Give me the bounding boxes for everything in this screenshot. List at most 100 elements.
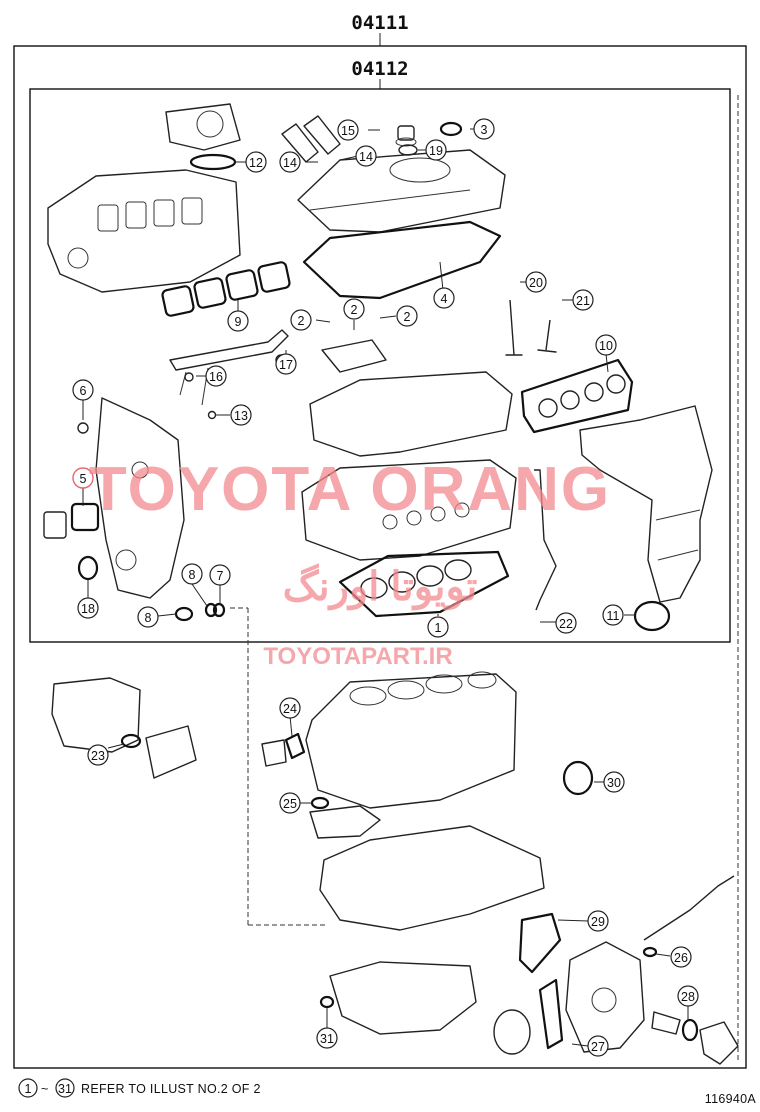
- svg-text:5: 5: [80, 472, 87, 486]
- intake-manifold: [47, 169, 241, 293]
- inner-kit-frame: [29, 88, 731, 643]
- o-ring-8b: [204, 602, 218, 618]
- callout-8a: 8: [181, 563, 203, 585]
- svg-text:8: 8: [145, 611, 152, 625]
- o-ring-26: [642, 946, 658, 958]
- callout-14a: 14: [279, 151, 301, 173]
- range-start: 1: [25, 1082, 32, 1096]
- seal-28: [681, 1018, 699, 1042]
- thermostat-housing: [699, 1021, 739, 1065]
- outer-kit-frame: [13, 45, 747, 1069]
- exhaust-manifold-gasket: [520, 358, 634, 434]
- seal-23: [120, 733, 142, 749]
- timing-chain-cover: [95, 397, 185, 599]
- svg-text:25: 25: [283, 797, 297, 811]
- throttle-body: [165, 103, 241, 151]
- dipstick-tube-lower: [643, 875, 735, 941]
- callout-21: 21: [572, 289, 594, 311]
- callout-24: 24: [279, 697, 301, 719]
- crank-front-seal: [562, 760, 594, 796]
- callout-26: 26: [670, 946, 692, 968]
- throttle-gasket: [189, 153, 237, 171]
- svg-text:28: 28: [681, 990, 695, 1004]
- svg-text:20: 20: [529, 276, 543, 290]
- svg-text:18: 18: [81, 602, 95, 616]
- range-end: 31: [58, 1082, 72, 1096]
- callout-20: 20: [525, 271, 547, 293]
- callout-10: 10: [595, 334, 617, 356]
- oil-pan-upper: [319, 825, 545, 931]
- svg-text:21: 21: [576, 294, 590, 308]
- svg-text:2: 2: [298, 314, 305, 328]
- svg-text:2: 2: [351, 303, 358, 317]
- svg-text:14: 14: [359, 150, 373, 164]
- callout-2c: 2: [396, 305, 418, 327]
- callout-30: 30: [603, 771, 625, 793]
- svg-text:1: 1: [435, 621, 442, 635]
- outer-kit-code: 04111: [351, 12, 408, 34]
- cylinder-head-gasket: [338, 550, 510, 618]
- grommet-19: [398, 144, 418, 156]
- callout-16: 16: [205, 365, 227, 387]
- cam-timing-valve: [321, 339, 387, 373]
- callout-25: 25: [279, 792, 301, 814]
- svg-text:8: 8: [189, 568, 196, 582]
- gasket-5: [70, 502, 100, 532]
- rear-oil-seal: [633, 600, 671, 632]
- oil-pan-lower: [329, 961, 477, 1035]
- svg-text:31: 31: [320, 1032, 334, 1046]
- svg-text:30: 30: [607, 776, 621, 790]
- ignition-coils: [281, 115, 341, 163]
- callout-18: 18: [77, 597, 99, 619]
- water-pump-gasket: [538, 978, 564, 1050]
- oil-strainer: [309, 805, 381, 839]
- svg-text:4: 4: [441, 292, 448, 306]
- o-ring-8a: [174, 606, 194, 622]
- svg-text:29: 29: [591, 915, 605, 929]
- callout-11: 11: [602, 604, 624, 626]
- footer-note: 1 ~ 31 REFER TO ILLUST NO.2 OF 2: [18, 1078, 261, 1098]
- callout-7: 7: [209, 564, 231, 586]
- svg-text:16: 16: [209, 370, 223, 384]
- svg-text:17: 17: [279, 358, 293, 372]
- callout-2a: 2: [290, 309, 312, 331]
- cylinder-block: [305, 671, 517, 809]
- refer-note: REFER TO ILLUST NO.2 OF 2: [81, 1082, 261, 1096]
- valves: [505, 299, 557, 356]
- water-inlet: [261, 739, 287, 767]
- callout-2b: 2: [343, 298, 365, 320]
- exhaust-manifold: [579, 405, 713, 603]
- svg-text:2: 2: [404, 310, 411, 324]
- callout-6: 6: [72, 379, 94, 401]
- range-separator: ~: [41, 1082, 49, 1096]
- gasket-24: [284, 732, 306, 760]
- svg-text:15: 15: [341, 124, 355, 138]
- svg-text:26: 26: [674, 951, 688, 965]
- callout-3: 3: [473, 118, 495, 140]
- o-ring-25: [310, 796, 330, 810]
- inner-kit-code: 04112: [351, 58, 408, 80]
- svg-text:12: 12: [249, 156, 263, 170]
- callout-29: 29: [587, 910, 609, 932]
- oil-seal-18: [77, 555, 99, 581]
- rear-seal-retainer: [51, 677, 197, 779]
- svg-text:10: 10: [599, 339, 613, 353]
- fuel-rail: [169, 329, 289, 420]
- watermark-persian: تویوتا اورنگ: [283, 563, 478, 611]
- oil-filler-cap: [395, 125, 417, 147]
- svg-text:27: 27: [591, 1040, 605, 1054]
- callout-14b: 14: [355, 145, 377, 167]
- svg-text:19: 19: [429, 144, 443, 158]
- svg-text:13: 13: [234, 409, 248, 423]
- dipstick-guide: [534, 469, 557, 611]
- svg-text:23: 23: [91, 749, 105, 763]
- callout-31: 31: [316, 1027, 338, 1049]
- svg-text:7: 7: [217, 569, 224, 583]
- callout-12: 12: [245, 151, 267, 173]
- drain-plug-gasket: [319, 995, 335, 1009]
- cylinder-head-cover: [297, 149, 506, 233]
- callout-8b: 8: [137, 606, 159, 628]
- water-pump: [565, 941, 645, 1053]
- watermark: TOYOTA ORANG تویوتا اورنگ TOYOTAPART.IR: [89, 455, 609, 670]
